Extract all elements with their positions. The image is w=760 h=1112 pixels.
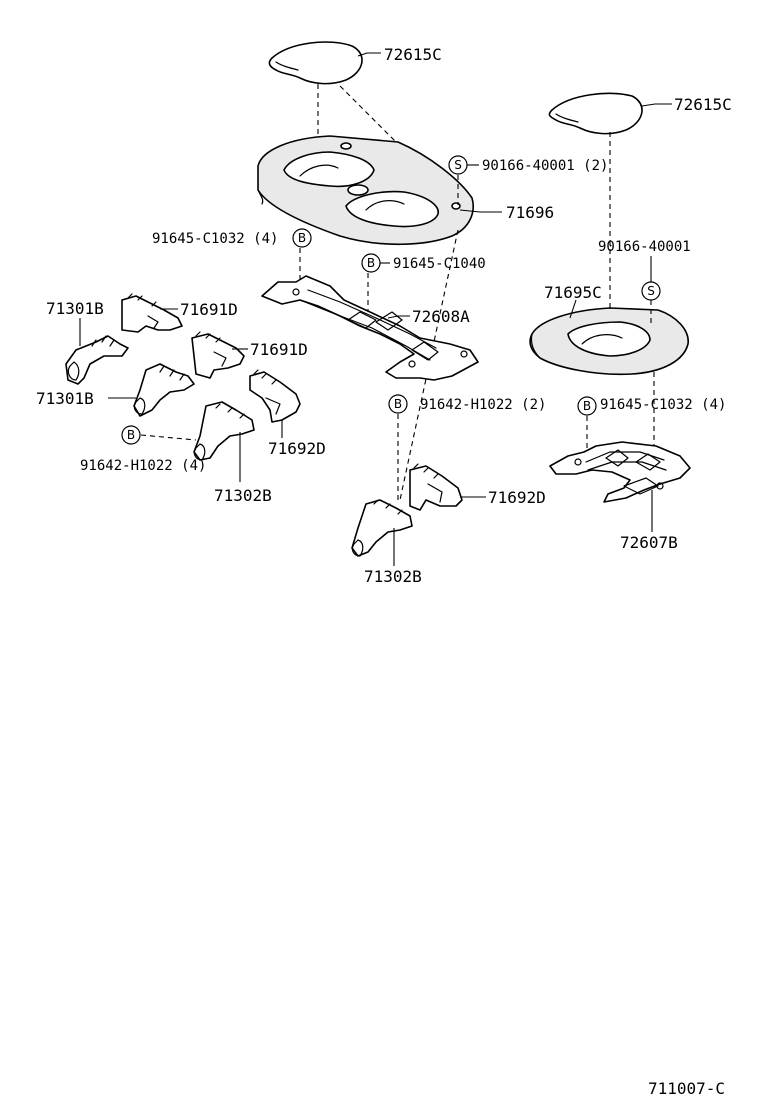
label-72615c-left: 72615C [384,45,442,64]
symbol-b-3: B [121,425,141,445]
label-71301b-lower: 71301B [36,389,94,408]
clip-71301b-upper [65,335,129,385]
leader-72615c-left [357,52,381,57]
bracket-72608a [261,275,479,381]
leader-71695c [569,299,577,319]
clip-71691d-upper [121,293,183,333]
label-71696: 71696 [506,203,554,222]
leader-72615c-right [641,103,672,107]
svg-text:B: B [367,256,375,270]
label-71691d-upper: 71691D [180,300,238,319]
lamp-housing-71695c [529,307,689,376]
svg-text:B: B [127,428,135,442]
lens-cover-72615c-left [268,41,363,85]
label-71691d-middle: 71691D [250,340,308,359]
label-90166-40001: 90166-40001 [598,239,691,255]
label-72607b: 72607B [620,533,678,552]
label-91645-c1032-4-left: 91645-C1032 (4) [152,231,278,247]
label-72615c-right: 72615C [674,95,732,114]
figure-code: 711007-C [648,1079,725,1098]
symbol-b-5: B [388,394,408,414]
clip-71302b-left [193,401,255,461]
label-71302b-right: 71302B [364,567,422,586]
leader-71696 [459,209,502,213]
symbol-s-1: S [448,155,468,175]
lens-cover-72615c-right [548,92,643,135]
clip-71302b-right [351,499,413,557]
clip-71692d-left [249,369,301,423]
label-71692d-right: 71692D [488,488,546,507]
svg-text:B: B [583,399,591,413]
bracket-72607b [549,441,691,503]
symbol-s-2: S [641,281,661,301]
label-71695c: 71695C [544,283,602,302]
label-91645-c1032-4-right: 91645-C1032 (4) [600,397,726,413]
symbol-b-1: B [292,228,312,248]
label-71301b-upper: 71301B [46,299,104,318]
label-72608a: 72608A [412,307,470,326]
svg-text:B: B [394,397,402,411]
symbol-b-2: B [361,253,381,273]
dash-lens-left-2 [339,85,405,151]
svg-text:S: S [647,284,655,298]
svg-text:B: B [298,231,306,245]
label-71692d-left: 71692D [268,439,326,458]
symbol-b-4: B [577,396,597,416]
label-91642-h1022-4: 91642-H1022 (4) [80,458,206,474]
lamp-housing-71696 [257,135,474,246]
leader-72608a [387,315,410,319]
label-90166-40001-2: 90166-40001 (2) [482,158,608,174]
label-91645-c1040: 91645-C1040 [393,256,486,272]
label-91642-h1022-2: 91642-H1022 (2) [420,397,546,413]
clip-71301b-lower [133,363,195,417]
label-71302b-left: 71302B [214,486,272,505]
dash-b3 [140,434,197,441]
clip-71692d-right [409,463,463,511]
clip-71691d-middle [191,331,245,379]
svg-text:S: S [454,158,462,172]
